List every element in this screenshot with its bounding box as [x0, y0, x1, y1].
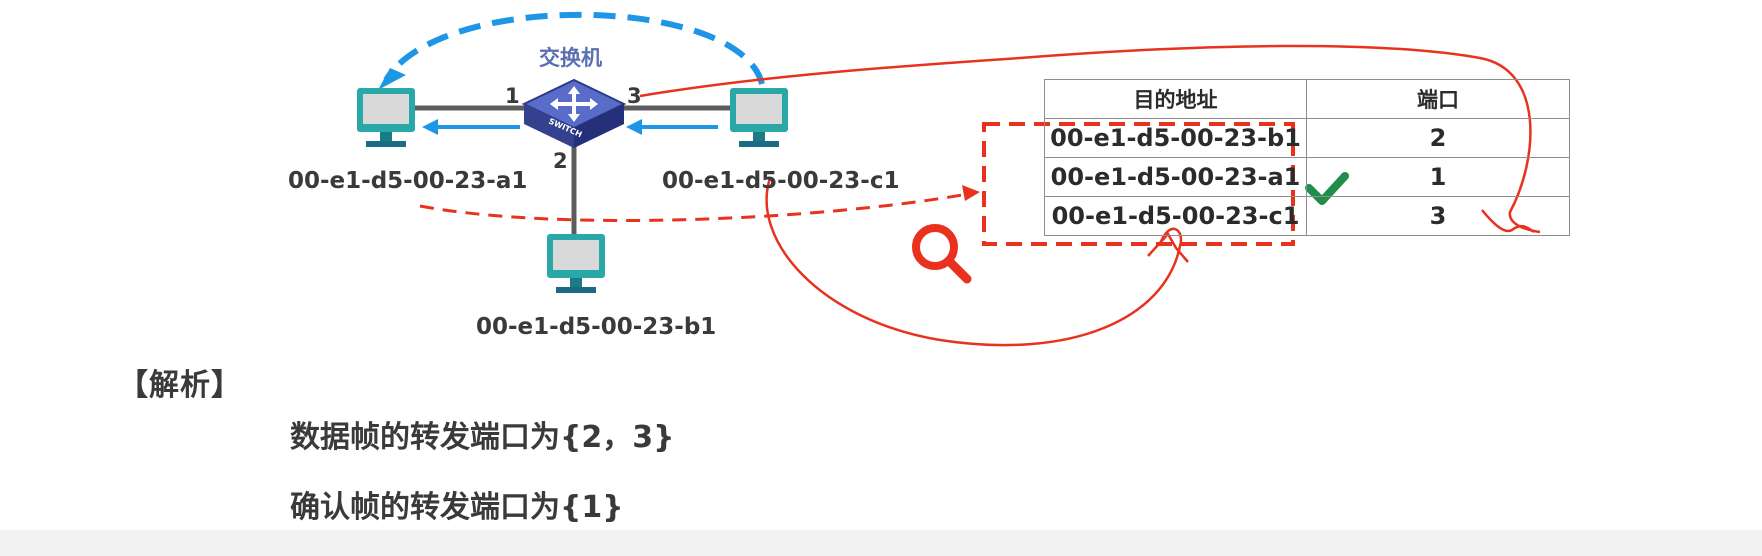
computer-icon-a1 — [357, 88, 415, 147]
network-switch-icon: SWITCH — [521, 78, 627, 148]
cell-address: 00-e1-d5-00-23-b1 — [1044, 118, 1307, 158]
port-label-2: 2 — [553, 149, 568, 173]
analysis-line-ack-frame: 确认帧的转发端口为{1} — [290, 490, 624, 525]
handwritten-curve-c1 — [765, 177, 1183, 347]
frame-arrows-blue — [422, 119, 718, 135]
port-label-3: 3 — [627, 84, 642, 108]
host-label-c1: 00-e1-d5-00-23-c1 — [662, 168, 900, 194]
switch-label: 交换机 — [539, 46, 602, 70]
cell-port: 2 — [1306, 118, 1570, 158]
handwritten-arrowhead-c1 — [1147, 231, 1189, 263]
network-links — [415, 105, 735, 238]
cell-address: 00-e1-d5-00-23-c1 — [1044, 196, 1307, 236]
cell-port: 1 — [1306, 157, 1570, 197]
bottom-band — [0, 530, 1762, 556]
forward-arc-arrowhead — [378, 68, 406, 90]
host-label-a1: 00-e1-d5-00-23-a1 — [288, 168, 528, 194]
cell-port: 3 — [1306, 196, 1570, 236]
magnifier-icon — [912, 224, 972, 284]
analysis-title: 【解析】 — [118, 368, 242, 403]
computer-icon-c1 — [730, 88, 788, 147]
lookup-arrow-dashed — [419, 192, 969, 222]
header-port: 端口 — [1306, 79, 1570, 119]
mac-address-table: 目的地址 端口 00-e1-d5-00-23-b1 2 00-e1-d5-00-… — [1044, 79, 1570, 236]
forward-arc-blue — [383, 11, 765, 85]
table-row: 00-e1-d5-00-23-c1 3 — [1044, 196, 1570, 236]
analysis-line-data-frame: 数据帧的转发端口为{2，3} — [290, 420, 675, 455]
port-label-1: 1 — [505, 84, 520, 108]
header-destination: 目的地址 — [1044, 79, 1307, 119]
cell-address: 00-e1-d5-00-23-a1 — [1044, 157, 1307, 197]
computer-icon-b1 — [547, 234, 605, 293]
table-row: 00-e1-d5-00-23-a1 1 — [1044, 157, 1570, 197]
host-label-b1: 00-e1-d5-00-23-b1 — [476, 314, 717, 340]
table-row: 00-e1-d5-00-23-b1 2 — [1044, 118, 1570, 158]
table-header-row: 目的地址 端口 — [1044, 79, 1570, 119]
